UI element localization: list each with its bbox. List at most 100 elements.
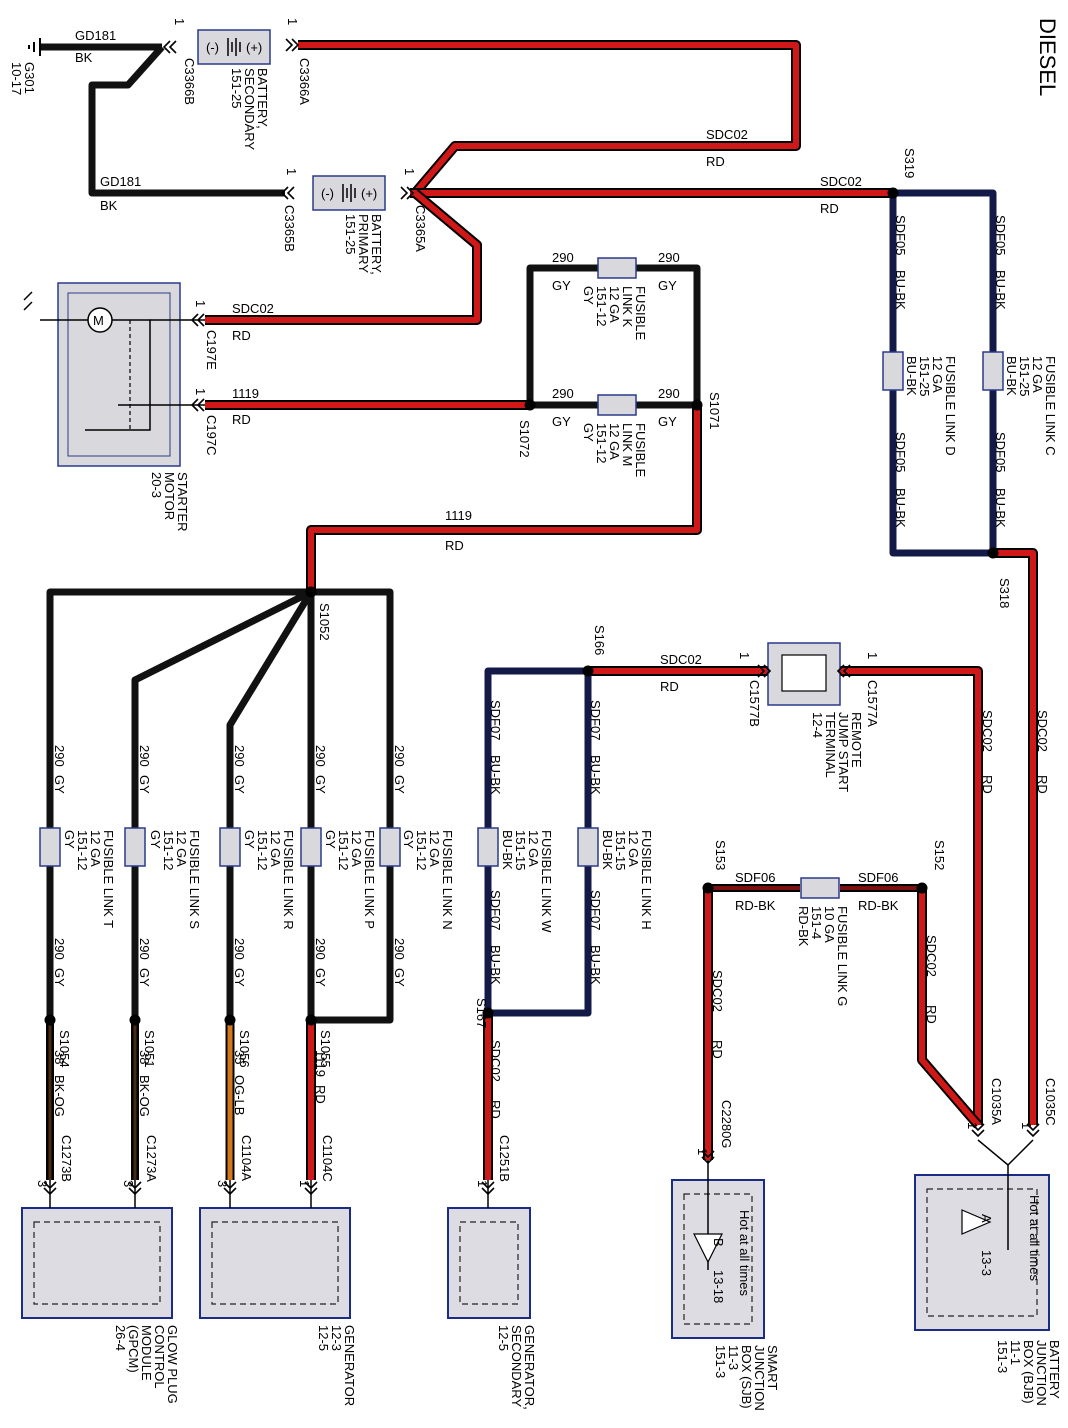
label: SDC02	[710, 970, 725, 1012]
label: 35	[232, 1050, 247, 1064]
fusible-link-d	[882, 351, 904, 391]
label: C3366B	[182, 58, 197, 105]
generator-inner	[211, 1221, 339, 1305]
label: SDF07	[488, 700, 503, 740]
label: BU-BK	[993, 270, 1008, 310]
pin-number: 1	[1019, 1122, 1034, 1129]
fusible-link-s-label-line: 151-12	[161, 830, 176, 870]
wire-label: RD	[660, 679, 679, 694]
label: SDF07	[488, 890, 503, 930]
label: OG-LB	[232, 1075, 247, 1115]
battery-primary-label-line: PRIMARY	[356, 214, 371, 273]
wire-label: 290	[552, 250, 574, 265]
fusible-link-g-label-line: FUSIBLE LINK G	[835, 906, 850, 1006]
label: S152	[932, 840, 947, 870]
label: 290	[392, 938, 407, 960]
fusible-link-d-label-line: 12 GA	[930, 356, 945, 393]
pin-number: 3	[121, 1180, 136, 1187]
starter-ground-icon	[23, 301, 33, 311]
fusible-link-t-label-line: FUSIBLE LINK T	[101, 830, 116, 928]
battery-junction-box-label-line: BOX (BJB)	[1021, 1340, 1036, 1404]
fusible-link-n-label-line: 151-12	[414, 830, 429, 870]
label: 290	[137, 938, 152, 960]
battery-minus-icon: (-)	[321, 186, 334, 201]
battery-primary-label-line: BATTERY,	[369, 214, 384, 275]
label: GY	[52, 775, 67, 794]
smart-junction-box-label-line: 151-3	[713, 1345, 728, 1378]
wire-label: 290	[552, 386, 574, 401]
battery-junction-box-label-line: JUNCTION	[1034, 1340, 1049, 1406]
wire-290-n	[311, 588, 394, 828]
wire-label: GD181	[100, 174, 141, 189]
sjb-ref: 13-18	[711, 1270, 726, 1303]
generator-secondary-label-line: 12-5	[496, 1325, 511, 1351]
splice-dot	[887, 187, 899, 199]
connector-c1577b-icon	[757, 664, 772, 678]
fusible-link-n-label-line: FUSIBLE LINK N	[440, 830, 455, 930]
fusible-link-p	[300, 827, 322, 867]
battery-primary-label-line: 151-25	[343, 214, 358, 254]
gpcm-label-line: CONTROL	[152, 1325, 167, 1389]
label: SDF07	[588, 890, 603, 930]
wire-label: GY	[658, 414, 677, 429]
label: RD	[1035, 775, 1050, 794]
pin-number: 1	[172, 18, 187, 25]
pin-number: 1	[695, 1148, 710, 1155]
fusible-link-s-label-line: GY	[148, 830, 163, 849]
wire-label: RD-BK	[735, 898, 776, 913]
fusible-link-m-label-line: LINK M	[620, 423, 635, 466]
fusible-link-d-label-line: FUSIBLE LINK D	[943, 356, 958, 456]
wire-290-k-right	[636, 264, 701, 405]
fusible-link-n-label-line: 12 GA	[427, 830, 442, 867]
fusible-link-h-label-line: FUSIBLE LINK H	[639, 830, 654, 930]
pin-number: 3	[35, 1180, 50, 1187]
label: 290	[313, 745, 328, 767]
wire-label: 290	[658, 250, 680, 265]
label: RD	[488, 1100, 503, 1119]
wire-sdc02-starter	[205, 190, 480, 323]
pin-number: 1	[297, 1180, 312, 1187]
splice-dot	[305, 1014, 317, 1026]
wire-sdf05-d-bottom	[889, 390, 993, 557]
fusible-link-c-label-line: 151-25	[1017, 356, 1032, 396]
wire-290-k-left	[526, 264, 598, 405]
label: S166	[592, 625, 607, 655]
generator-label-line: 12-3	[329, 1325, 344, 1351]
generator-label-line: GENERATOR	[342, 1325, 357, 1406]
ground-ref: 10-17	[9, 62, 24, 95]
fusible-link-g	[800, 877, 840, 899]
bjb-feed	[977, 1139, 1034, 1167]
connector-c1251b-icon	[481, 1181, 495, 1196]
wire-290-r	[226, 590, 314, 828]
label: GY	[392, 775, 407, 794]
bjb-arrow-letter: A	[979, 1214, 994, 1223]
pin-number: 1	[865, 652, 880, 659]
starter-line	[85, 319, 151, 431]
wire-label: SDC02	[660, 652, 702, 667]
label: SDF07	[588, 700, 603, 740]
label: 290	[313, 938, 328, 960]
fusible-link-k	[597, 257, 637, 279]
fusible-link-w-label-line: 12 GA	[526, 830, 541, 867]
connector-c1035c-icon	[1026, 1123, 1040, 1138]
sjb-arrow-letter: B	[711, 1238, 726, 1247]
fusible-link-k-label-line: 12 GA	[607, 286, 622, 323]
starter-motor-inner	[67, 292, 171, 457]
label: 38	[52, 1050, 67, 1064]
glow-plug-control-module-inner	[33, 1221, 161, 1305]
bjb-ref: 13-3	[979, 1250, 994, 1276]
label: GY	[232, 968, 247, 987]
connector-c1104c-icon	[304, 1181, 318, 1196]
fusible-link-n-label-line: GY	[401, 830, 416, 849]
label: GY	[52, 968, 67, 987]
wire-label: SDC02	[232, 301, 274, 316]
label: C1035C	[1043, 1078, 1058, 1126]
fusible-link-p-label-line: 12 GA	[349, 830, 364, 867]
wire-label: RD-BK	[858, 898, 899, 913]
label: C197C	[204, 415, 219, 455]
wire-label: BK	[75, 50, 93, 65]
wire-label: RD	[706, 154, 725, 169]
pin-number: 1	[284, 168, 299, 175]
wire-label: 1119	[232, 386, 259, 401]
